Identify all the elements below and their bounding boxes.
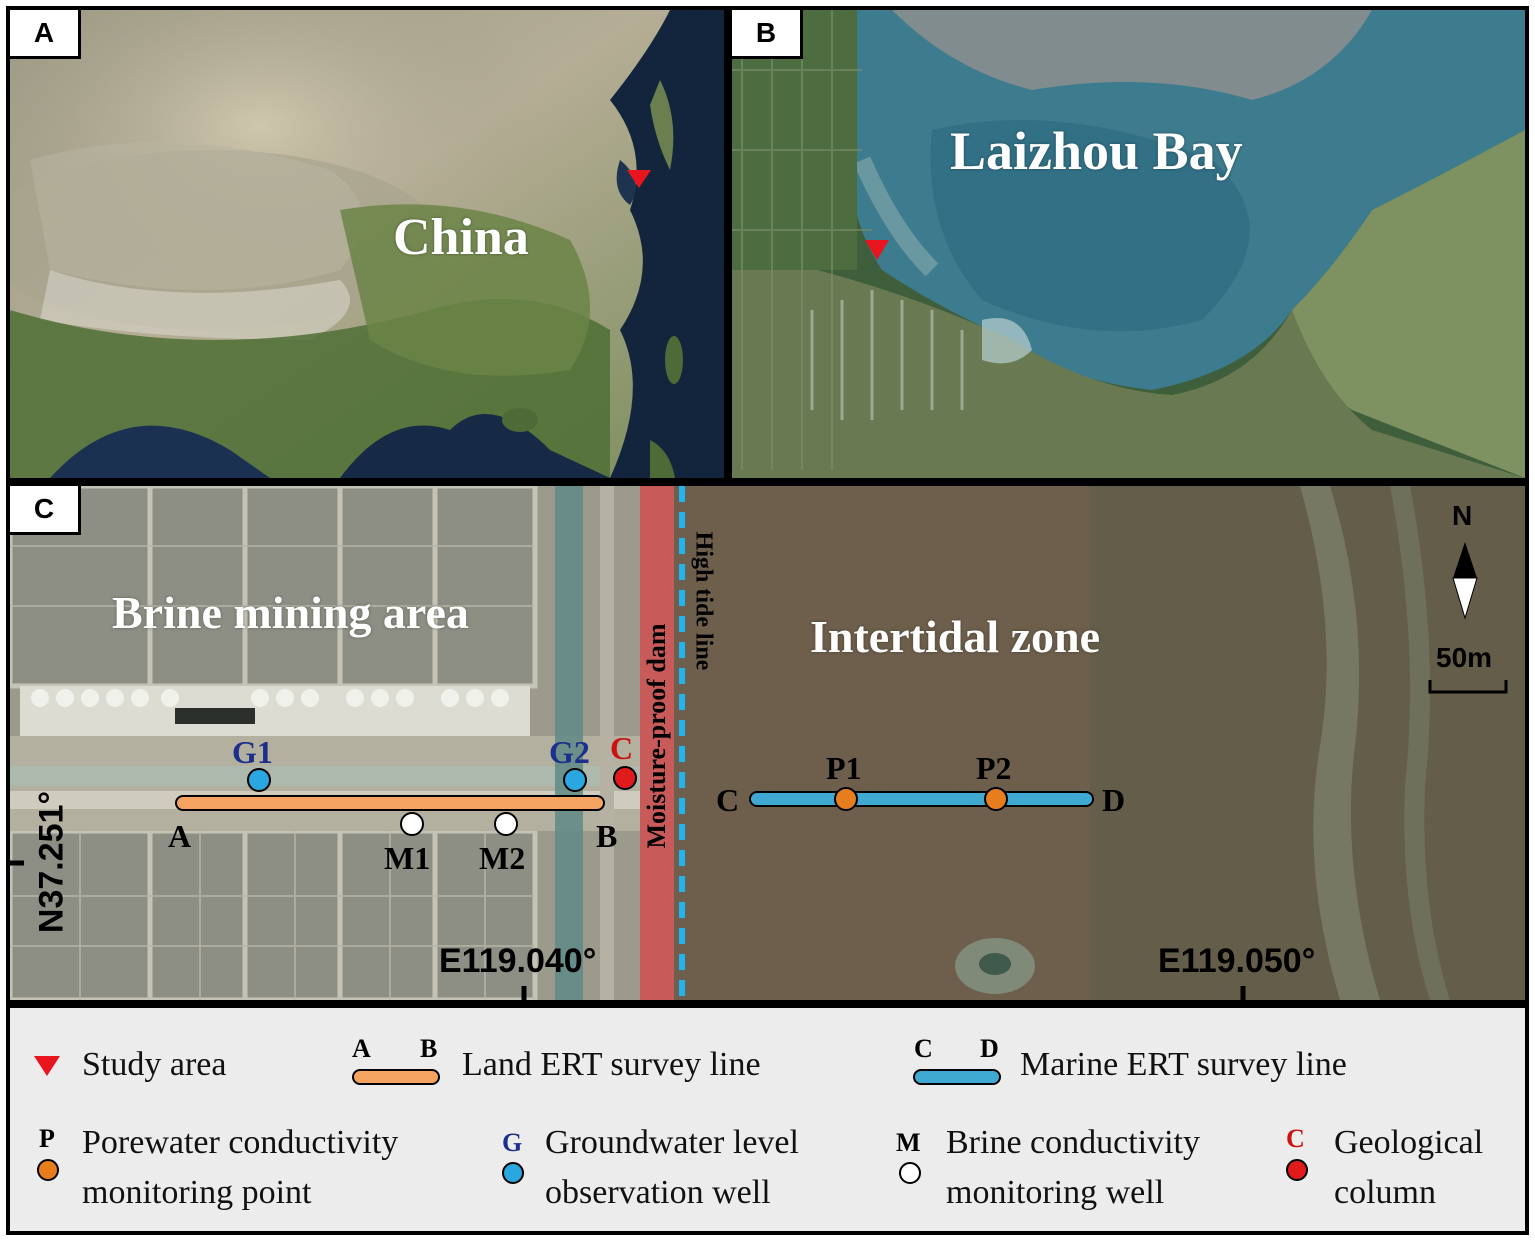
line-cd-end-label: D <box>1102 782 1126 818</box>
laizhou-bay-satellite-image <box>732 10 1525 478</box>
panel-letter-b: B <box>732 10 803 59</box>
intertidal-zone-label: Intertidal zone <box>810 611 1101 662</box>
study-area-marker-icon <box>865 240 889 260</box>
groundwater-well-g1 <box>247 768 271 792</box>
brine-mining-area-label: Brine mining area <box>112 587 469 638</box>
panel-a-china-map: A China <box>6 6 728 482</box>
g2-label: G2 <box>549 734 590 770</box>
study-site-satellite-image <box>10 486 1525 1000</box>
land-ert-survey-line <box>175 795 605 811</box>
legend-porewater-icon <box>37 1159 59 1181</box>
legend-groundwater-letter: G <box>502 1128 523 1157</box>
g1-label: G1 <box>232 734 273 770</box>
legend-study-area-icon <box>34 1056 60 1076</box>
scale-label: 50m <box>1436 642 1493 673</box>
scale-bar <box>1428 680 1508 694</box>
legend-marine-c: C <box>914 1034 933 1063</box>
legend-marine-line-icon <box>913 1069 1001 1085</box>
legend-groundwater-icon <box>502 1162 524 1184</box>
north-arrow-icon <box>1453 542 1477 578</box>
brine-well-m2 <box>494 812 518 836</box>
legend-marine-d: D <box>980 1034 999 1063</box>
legend-groundwater-line1: Groundwater level <box>545 1124 799 1161</box>
p1-label: P1 <box>826 750 862 786</box>
legend-land-line-icon <box>352 1069 440 1085</box>
marine-ert-survey-line <box>749 791 1094 807</box>
legend-porewater-letter: P <box>39 1124 55 1153</box>
m1-label: M1 <box>384 840 431 876</box>
porewater-point-p1 <box>834 787 858 811</box>
groundwater-well-g2 <box>563 768 587 792</box>
legend-land-a: A <box>352 1034 371 1063</box>
legend-geological-icon <box>1286 1159 1308 1181</box>
longitude-label-2: E119.050° <box>1158 942 1316 980</box>
legend-land-b: B <box>420 1034 438 1063</box>
study-area-marker-icon <box>627 170 651 188</box>
china-satellite-image <box>10 10 724 478</box>
moisture-proof-dam-label: Moisture-proof dam <box>642 623 671 849</box>
panel-letter-a: A <box>10 10 81 59</box>
high-tide-line-label: High tide line <box>690 531 717 671</box>
legend-porewater-line1: Porewater conductivity <box>82 1124 399 1161</box>
panel-letter-c: C <box>10 486 81 535</box>
legend-brine-line2: monitoring well <box>946 1174 1165 1211</box>
legend-geo-line2: column <box>1334 1174 1436 1211</box>
geological-column-point <box>613 766 637 790</box>
p2-label: P2 <box>976 750 1012 786</box>
legend-geo-line1: Geological <box>1334 1124 1484 1161</box>
longitude-label-1: E119.040° <box>439 942 597 980</box>
m2-label: M2 <box>479 840 526 876</box>
legend-study-area-label: Study area <box>82 1046 227 1083</box>
legend-brine-icon <box>899 1162 921 1184</box>
legend-geo-letter: C <box>1286 1124 1305 1153</box>
north-label: N <box>1452 500 1473 531</box>
laizhou-bay-label: Laizhou Bay <box>950 121 1243 181</box>
line-ab-end-label: B <box>596 818 618 854</box>
brine-well-m1 <box>400 812 424 836</box>
line-ab-start-label: A <box>168 818 192 854</box>
legend: Study area A B Land ERT survey line C D … <box>6 1004 1529 1235</box>
panel-b-laizhou-bay-map: B Laizhou Bay <box>728 6 1529 482</box>
panel-c-study-site-map: C Brine mining area Intertidal zone Mois… <box>6 482 1529 1004</box>
legend-land-line-label: Land ERT survey line <box>462 1046 761 1083</box>
legend-brine-letter: M <box>896 1128 921 1157</box>
legend-marine-line-label: Marine ERT survey line <box>1020 1046 1347 1083</box>
legend-brine-line1: Brine conductivity <box>946 1124 1201 1161</box>
latitude-label: N37.251° <box>32 790 71 934</box>
geological-column-label: C <box>610 730 634 766</box>
porewater-point-p2 <box>984 787 1008 811</box>
legend-porewater-line2: monitoring point <box>82 1174 312 1211</box>
line-cd-start-label: C <box>716 782 740 818</box>
china-label: China <box>393 209 529 266</box>
legend-groundwater-line2: observation well <box>545 1174 771 1211</box>
